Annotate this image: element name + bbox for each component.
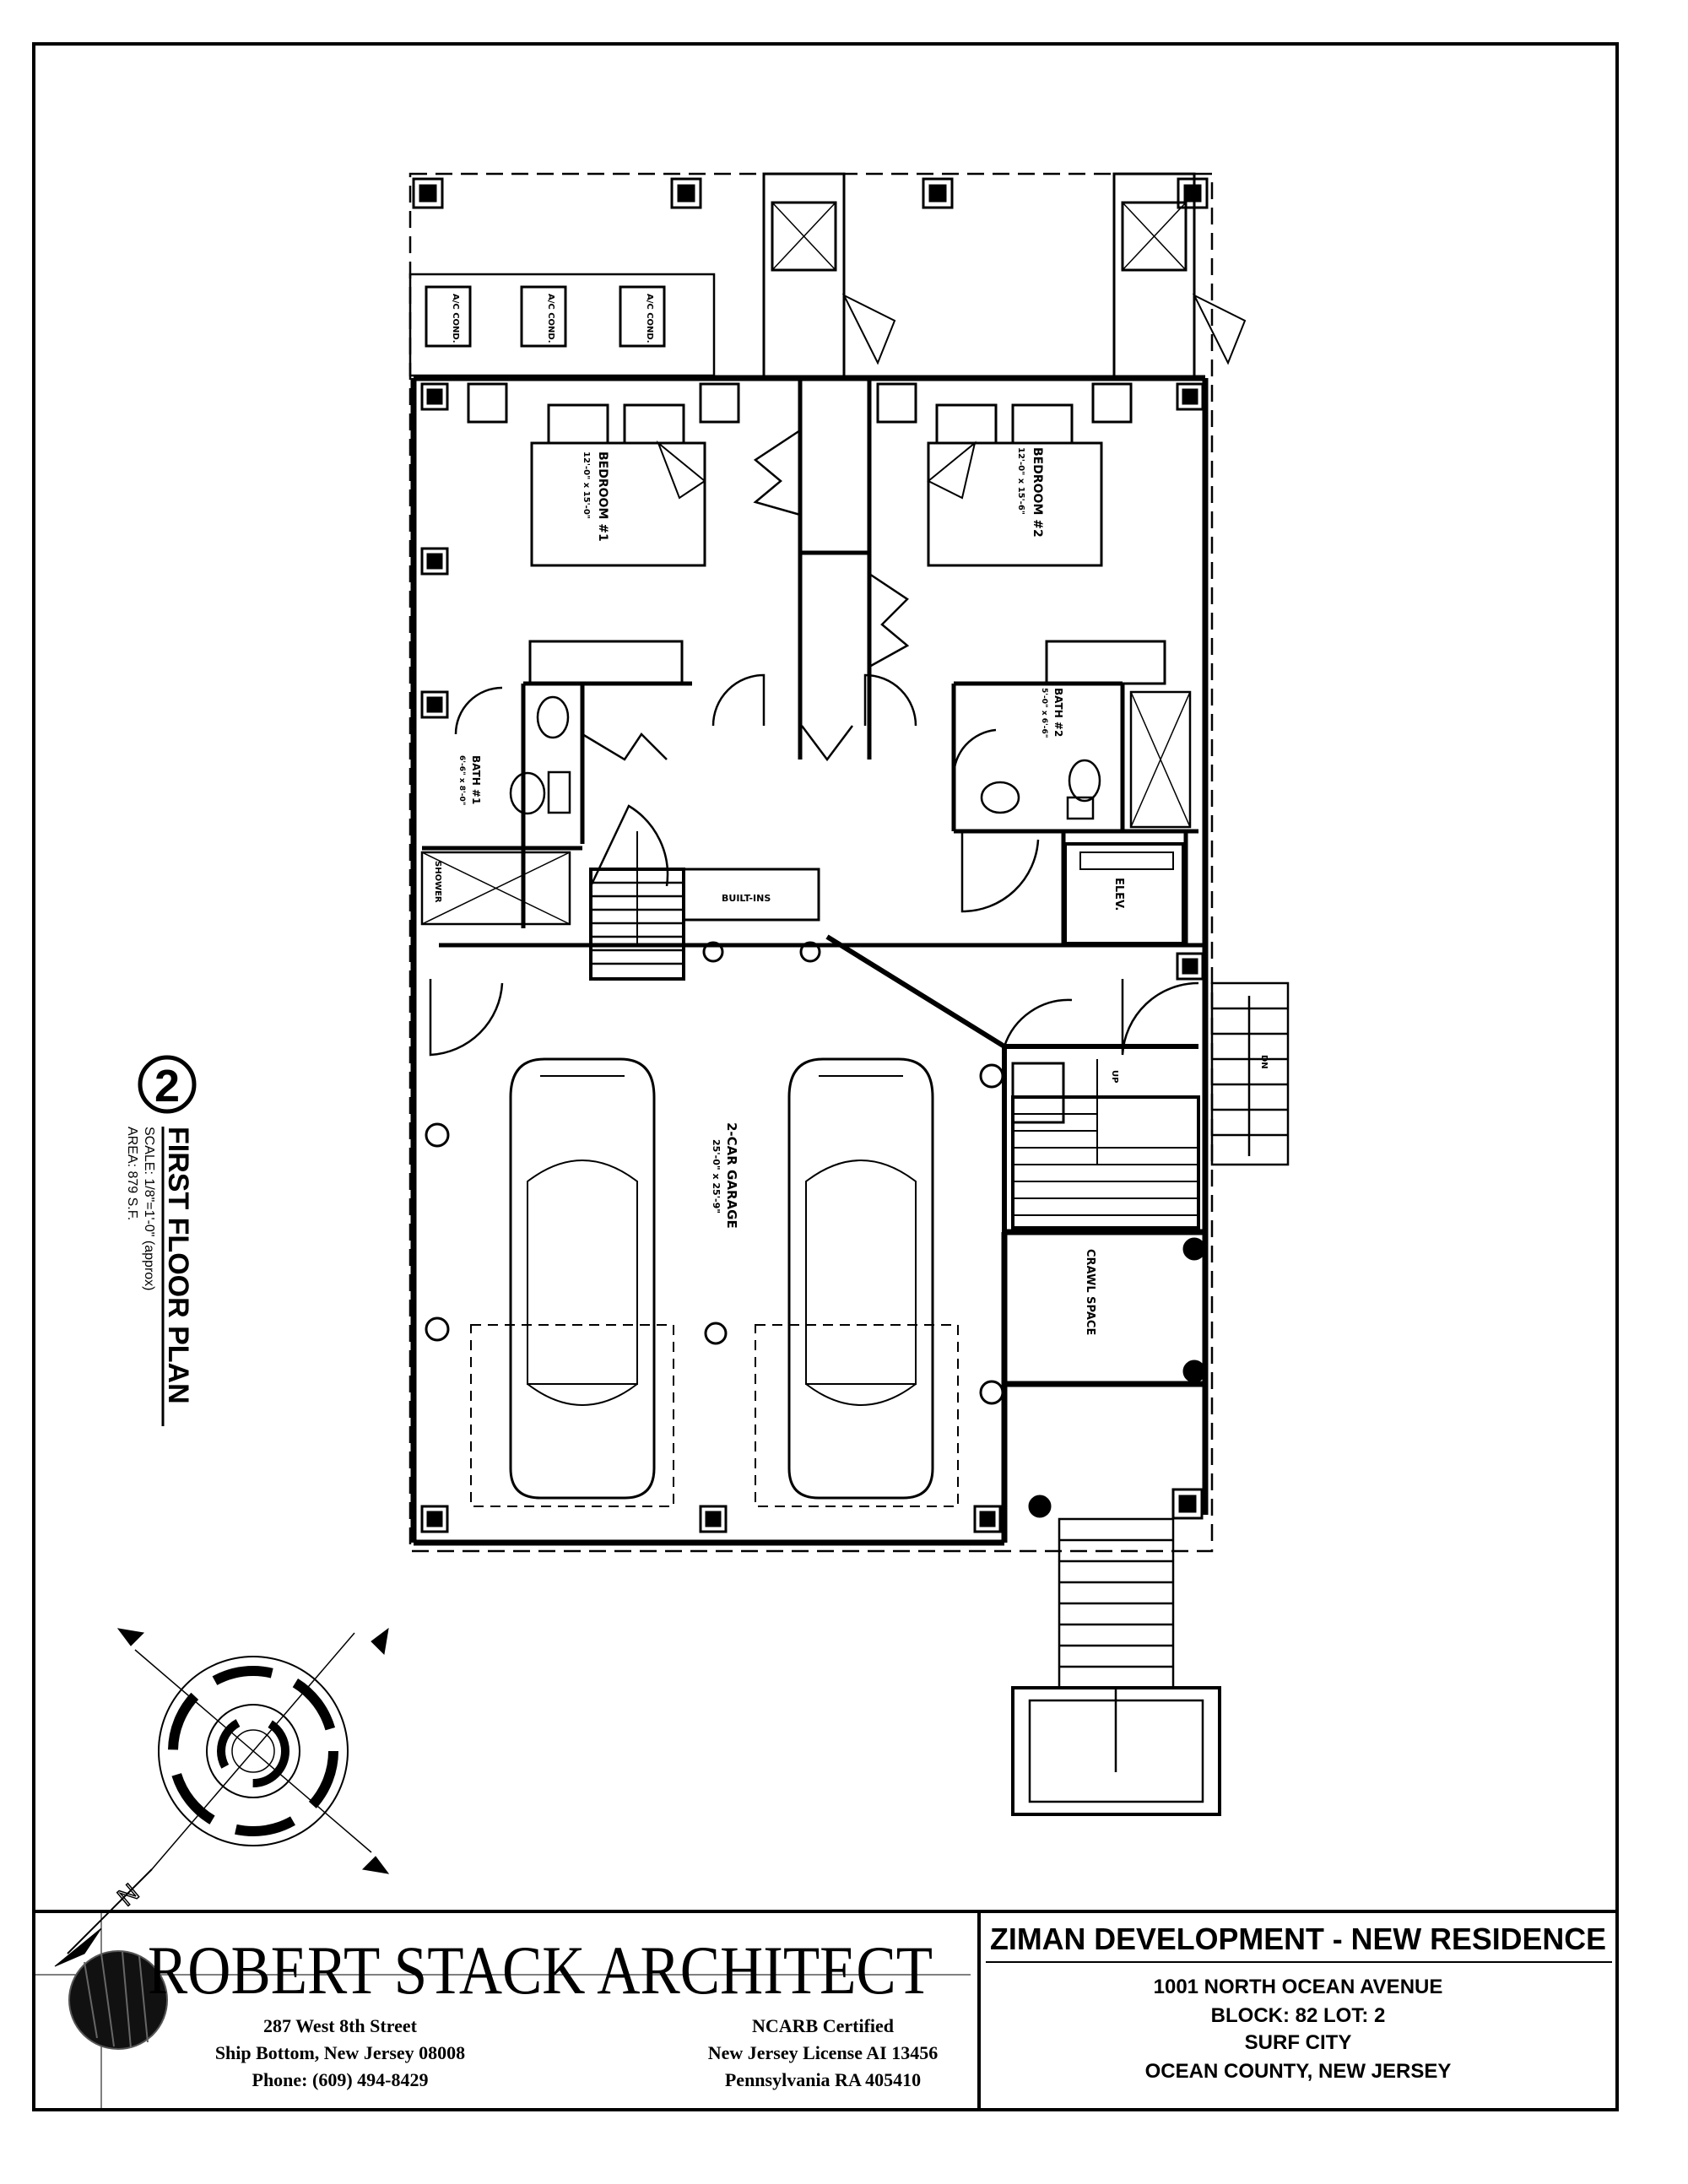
garage-cars bbox=[470, 1057, 959, 1507]
stair-up-label: UP bbox=[1110, 1070, 1119, 1083]
site-city: SURF CITY bbox=[1245, 2031, 1352, 2054]
plan-title-block: 2 FIRST FLOOR PLAN SCALE: 1/8"=1'-0" (ap… bbox=[125, 1055, 197, 1426]
site-county-state: OCEAN COUNTY, NEW JERSEY bbox=[1145, 2060, 1452, 2083]
bath1-label: BATH #1 bbox=[470, 755, 482, 804]
stair-enclosure bbox=[825, 934, 1198, 1232]
pilings bbox=[425, 941, 1206, 1518]
deck-posts bbox=[412, 177, 1209, 209]
bath-fixtures bbox=[420, 690, 1192, 926]
elevator bbox=[1063, 842, 1185, 945]
furniture bbox=[467, 382, 1166, 922]
bedroom-beds bbox=[530, 403, 1103, 567]
exterior-walls bbox=[410, 375, 1209, 1546]
site-block-lot: BLOCK: 82 LOT: 2 bbox=[1211, 2004, 1386, 2027]
ac-cond-label-1: A/C COND. bbox=[451, 294, 460, 343]
drawing-number-circle bbox=[138, 1055, 197, 1114]
plan-area: AREA: 879 S.F. bbox=[125, 1127, 139, 1220]
floor-plan bbox=[408, 172, 1290, 1816]
room-labels: BEDROOM #1 12'-0" x 15'-0" BEDROOM #2 12… bbox=[433, 294, 1269, 1335]
garage-stair bbox=[1011, 1059, 1200, 1230]
title-block bbox=[34, 1910, 1617, 2110]
architect-cert-line3: Pennsylvania RA 405410 bbox=[725, 2069, 921, 2090]
architect-phone: Phone: (609) 494-8429 bbox=[252, 2069, 429, 2090]
ac-cond-label-2: A/C COND. bbox=[546, 294, 555, 343]
north-label: N bbox=[112, 1879, 144, 1911]
ac-cond-label-3: A/C COND. bbox=[645, 294, 654, 343]
architect-name: ROBERT STACK ARCHITECT bbox=[148, 1932, 933, 2008]
compass-rose: N bbox=[54, 1627, 390, 1967]
garage-label: 2-CAR GARAGE bbox=[724, 1122, 739, 1229]
outdoor-showers bbox=[762, 172, 1247, 378]
site-address: 1001 NORTH OCEAN AVENUE bbox=[1154, 1976, 1443, 1998]
architect-logo bbox=[68, 1950, 168, 2050]
drawing-number: 2 bbox=[154, 1061, 180, 1111]
shower-label: SHOWER bbox=[433, 861, 442, 903]
architect-address-line1: 287 West 8th Street bbox=[263, 2015, 418, 2036]
corner-posts bbox=[420, 382, 1204, 1533]
bath1-size: 6'-6" x 8'-0" bbox=[457, 755, 466, 805]
swing-doors bbox=[429, 673, 1199, 1057]
north-arrow-icon bbox=[54, 1927, 102, 1967]
garage-size: 25'-0" x 25'-9" bbox=[711, 1139, 722, 1214]
ac-condenser-units bbox=[425, 285, 666, 348]
elevator-label: ELEV. bbox=[1112, 878, 1125, 911]
architect-cert-line1: NCARB Certified bbox=[752, 2015, 894, 2036]
architect-cert-line2: New Jersey License AI 13456 bbox=[708, 2042, 939, 2063]
crawl-space-label: CRAWL SPACE bbox=[1084, 1249, 1096, 1335]
interior-walls bbox=[422, 378, 1198, 945]
sheet-border bbox=[32, 42, 1619, 2111]
closet-doors bbox=[582, 429, 910, 762]
plan-title: FIRST FLOOR PLAN bbox=[162, 1127, 194, 1404]
bedroom2-size: 12'-0" x 15'-6" bbox=[1016, 447, 1025, 515]
front-entry-stair bbox=[1011, 1517, 1221, 1816]
plan-scale: SCALE: 1/8"=1'-0" (approx) bbox=[142, 1127, 156, 1291]
interior-stair bbox=[589, 831, 685, 981]
bath2-size: 5'-0" x 6'-6" bbox=[1040, 688, 1048, 738]
bath2-label: BATH #2 bbox=[1052, 688, 1064, 737]
stair-dn-label: DN bbox=[1259, 1055, 1269, 1069]
built-ins-label: BUILT-INS bbox=[722, 893, 771, 904]
project-title: ZIMAN DEVELOPMENT - NEW RESIDENCE bbox=[990, 1922, 1606, 1956]
exterior-side-stair bbox=[1210, 981, 1290, 1166]
bedroom1-label: BEDROOM #1 bbox=[596, 451, 609, 542]
bedroom2-label: BEDROOM #2 bbox=[1031, 447, 1044, 538]
bedroom1-size: 12'-0" x 15'-0" bbox=[582, 451, 591, 519]
architect-address-line2: Ship Bottom, New Jersey 08008 bbox=[215, 2042, 465, 2063]
